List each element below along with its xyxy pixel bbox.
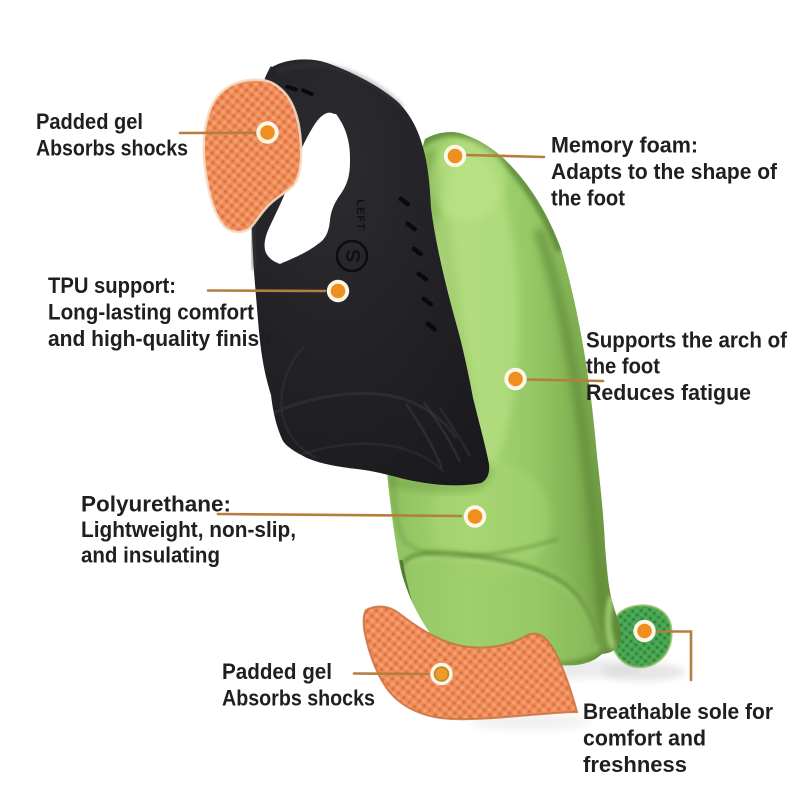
svg-text:Lightweight, non-slip,: Lightweight, non-slip, <box>81 517 296 542</box>
svg-text:S: S <box>343 249 365 262</box>
svg-text:the foot: the foot <box>551 186 626 211</box>
svg-text:Absorbs shocks: Absorbs shocks <box>36 136 188 161</box>
svg-text:Long-lasting comfort: Long-lasting comfort <box>48 300 255 325</box>
svg-text:Absorbs shocks: Absorbs shocks <box>222 686 375 711</box>
svg-text:Padded gel: Padded gel <box>36 109 143 134</box>
svg-text:the foot: the foot <box>586 354 661 379</box>
svg-text:LEFT: LEFT <box>354 199 366 231</box>
svg-text:and high-quality finish: and high-quality finish <box>48 326 272 351</box>
svg-text:comfort and: comfort and <box>583 726 706 751</box>
svg-text:Padded gel: Padded gel <box>222 659 332 684</box>
svg-text:Reduces fatigue: Reduces fatigue <box>586 380 751 405</box>
svg-text:Polyurethane:: Polyurethane: <box>81 492 231 517</box>
svg-text:Supports the arch of: Supports the arch of <box>586 328 788 353</box>
svg-text:Breathable sole for: Breathable sole for <box>583 699 773 724</box>
svg-text:and insulating: and insulating <box>81 543 220 568</box>
svg-text:TPU support:: TPU support: <box>48 273 176 298</box>
svg-text:freshness: freshness <box>583 752 687 777</box>
svg-text:Memory foam:: Memory foam: <box>551 133 698 158</box>
svg-text:Adapts to the shape of: Adapts to the shape of <box>551 159 778 184</box>
